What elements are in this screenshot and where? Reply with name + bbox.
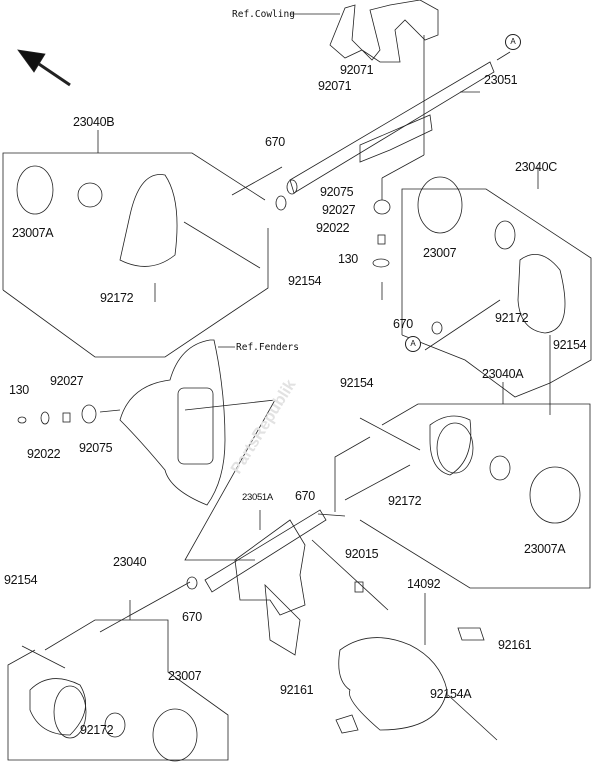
cover-14092 (335, 581, 498, 741)
connector-mark-a: A (505, 34, 521, 50)
part-label[interactable]: 92071 (340, 63, 374, 77)
part-label[interactable]: 23051A (242, 492, 273, 503)
ref-cowling-label: Ref.Cowling (232, 9, 295, 20)
fender-reference (17, 339, 276, 561)
turn-signal-assembly-23040c (401, 167, 592, 415)
part-label[interactable]: 92172 (100, 291, 134, 305)
part-label[interactable]: 23040A (482, 367, 524, 381)
part-label[interactable]: 23007 (168, 669, 202, 683)
part-label[interactable]: 92027 (322, 203, 356, 217)
part-label[interactable]: 92075 (79, 441, 113, 455)
part-label[interactable]: 23051 (484, 73, 518, 87)
front-bar-23051 (286, 35, 511, 300)
part-label[interactable]: 670 (295, 489, 315, 503)
turn-signal-assembly-23040 (7, 576, 229, 762)
part-label[interactable]: 23040 (113, 555, 147, 569)
part-label[interactable]: 92071 (318, 79, 352, 93)
part-label[interactable]: 23040B (73, 115, 115, 129)
part-label[interactable]: 92154A (430, 687, 472, 701)
part-label[interactable]: 23007 (423, 246, 457, 260)
part-label[interactable]: 670 (265, 135, 285, 149)
connector-mark-a: A (405, 336, 421, 352)
part-label[interactable]: 670 (393, 317, 413, 331)
part-label[interactable]: 92172 (495, 311, 529, 325)
part-label[interactable]: 23007A (524, 542, 566, 556)
part-label[interactable]: 92154 (553, 338, 587, 352)
part-label[interactable]: 14092 (407, 577, 441, 591)
ref-fenders-label: Ref.Fenders (236, 342, 299, 353)
rear-bracket-23051a (204, 509, 389, 656)
arrow-up-left-icon (17, 49, 71, 87)
part-label[interactable]: 130 (9, 383, 29, 397)
part-label[interactable]: 23007A (12, 226, 54, 240)
part-label[interactable]: 92022 (316, 221, 350, 235)
part-label[interactable]: 130 (338, 252, 358, 266)
part-label[interactable]: 23040C (515, 160, 557, 174)
part-label[interactable]: 92075 (320, 185, 354, 199)
part-label[interactable]: 92154 (4, 573, 38, 587)
cowling-reference (290, 0, 439, 63)
part-label[interactable]: 92154 (288, 274, 322, 288)
part-label[interactable]: 92172 (80, 723, 114, 737)
turn-signal-assembly-23040a (334, 382, 591, 589)
part-label[interactable]: 92015 (345, 547, 379, 561)
turn-signal-assembly-23040b (2, 130, 287, 358)
part-label[interactable]: 92172 (388, 494, 422, 508)
part-label[interactable]: 92161 (280, 683, 314, 697)
part-label[interactable]: 92022 (27, 447, 61, 461)
part-label[interactable]: 92154 (340, 376, 374, 390)
part-label[interactable]: 670 (182, 610, 202, 624)
part-label[interactable]: 92027 (50, 374, 84, 388)
part-label[interactable]: 92161 (498, 638, 532, 652)
